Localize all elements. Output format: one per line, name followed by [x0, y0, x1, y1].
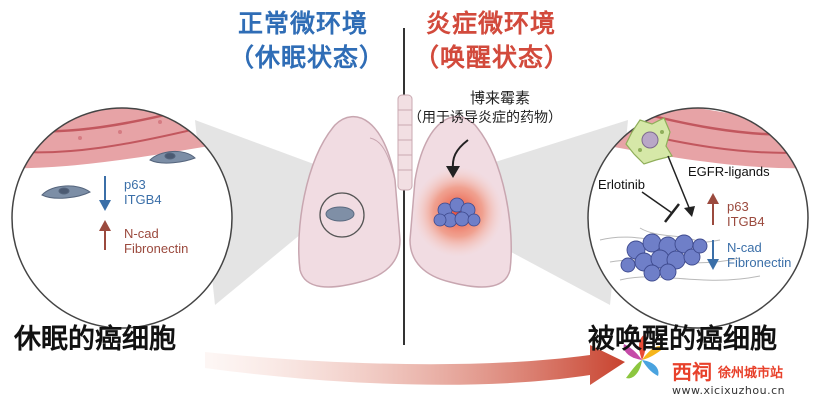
normal-title-line2: （休眠状态） — [229, 43, 386, 72]
watermark-url: www.xicixuzhou.cn — [672, 384, 786, 397]
inflamed-title-line1: 炎症微环境 — [426, 9, 557, 38]
right-up-arrow — [707, 193, 719, 225]
ligands-label: EGFR-ligands — [688, 164, 770, 179]
progression-arrow — [205, 345, 625, 385]
inflamed-title-line2: （唤醒状态） — [414, 43, 571, 72]
awakened-cluster-in-lung — [433, 197, 481, 228]
ligand-arrow — [667, 155, 691, 211]
left-down-marker-1: N-cad — [124, 226, 159, 241]
left-down-arrow — [99, 176, 111, 211]
right-up-marker-2: ITGB4 — [727, 214, 765, 229]
left-up-marker-2: ITGB4 — [124, 192, 162, 207]
dormant-cell-in-lung — [325, 206, 355, 222]
watermark-brand: 西祠 — [672, 360, 712, 384]
dormant-cells — [41, 151, 196, 199]
right-down-arrow — [707, 240, 719, 270]
right-caption: 被唤醒的癌细胞 — [588, 324, 777, 355]
immune-cell — [625, 117, 673, 165]
left-lung — [298, 115, 401, 288]
watermark-site: 徐州城市站 — [718, 366, 784, 381]
right-down-marker-2: Fibronectin — [727, 255, 792, 270]
watermark-logo-mark — [623, 334, 664, 379]
right-down-marker-1: N-cad — [727, 240, 762, 255]
left-up-arrow — [99, 220, 111, 250]
drug-note: （用于诱导炎症的药物） — [408, 110, 562, 126]
drug-name: 博来霉素 — [470, 89, 531, 107]
left-lung-focus-circle — [319, 192, 365, 238]
left-caption: 休眠的癌细胞 — [14, 324, 176, 355]
trachea — [397, 94, 413, 191]
inhibitor-label: Erlotinib — [598, 177, 645, 192]
right-up-marker-1: p63 — [727, 199, 749, 214]
awakened-cell-cluster — [620, 233, 708, 282]
left-down-marker-2: Fibronectin — [124, 241, 189, 256]
left-up-marker-1: p63 — [124, 177, 146, 192]
right-projection-cone — [470, 120, 628, 305]
normal-title-line1: 正常微环境 — [238, 9, 369, 38]
inhibition-bar — [664, 203, 680, 223]
left-projection-cone — [195, 120, 330, 305]
inhibition-line — [641, 191, 673, 214]
